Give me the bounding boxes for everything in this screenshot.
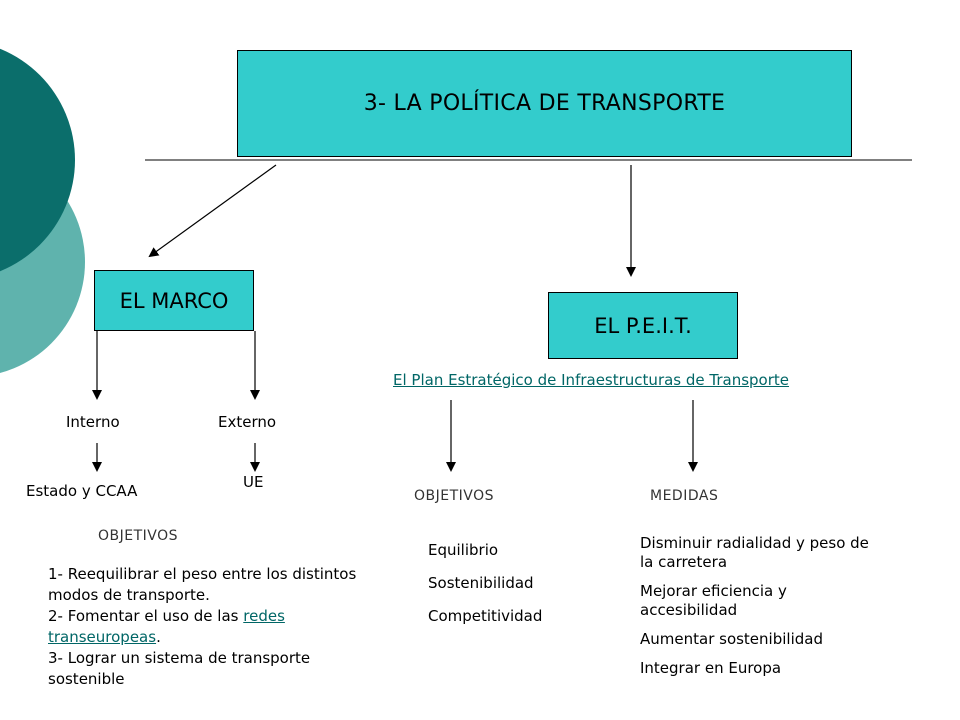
- interno-label: Interno: [66, 413, 120, 431]
- peit-label: EL P.E.I.T.: [594, 313, 692, 338]
- peit-objetivos-label: OBJETIVOS: [414, 488, 495, 504]
- title-box: 3- LA POLÍTICA DE TRANSPORTE: [237, 50, 852, 157]
- marco-box: EL MARCO: [94, 270, 254, 331]
- peit-full-name-link[interactable]: El Plan Estratégico de Infraestructuras …: [393, 371, 790, 389]
- externo-label: Externo: [218, 413, 277, 431]
- ue-label: UE: [243, 473, 264, 491]
- peit-box: EL P.E.I.T.: [548, 292, 738, 359]
- marco-objetivo-2: 2- Fomentar el uso de las redes transeur…: [48, 607, 285, 646]
- peit-medidas-label: MEDIDAS: [650, 488, 719, 504]
- peit-medida-item: Aumentar sostenibilidad: [640, 630, 823, 648]
- peit-objetivos-list: Equilibrio Sostenibilidad Competitividad: [428, 541, 542, 626]
- marco-objetivo-1: 1- Reequilibrar el peso entre los distin…: [48, 565, 357, 604]
- title-text: 3- LA POLÍTICA DE TRANSPORTE: [363, 91, 726, 116]
- marco-objetivos-list: 1- Reequilibrar el peso entre los distin…: [48, 564, 368, 690]
- peit-medidas-list: Disminuir radialidad y peso de la carret…: [640, 534, 870, 688]
- marco-objetivo-3: 3- Lograr un sistema de transporte soste…: [48, 649, 311, 688]
- dark-circle: [0, 48, 75, 272]
- peit-objetivo-item: Competitividad: [428, 607, 543, 625]
- peit-medida-item: Integrar en Europa: [640, 659, 782, 677]
- estado-ccaa-label: Estado y CCAA: [26, 482, 138, 500]
- peit-objetivo-item: Equilibrio: [428, 541, 499, 559]
- peit-medida-item: Disminuir radialidad y peso de la carret…: [640, 534, 869, 571]
- redes-transeuropeas-link[interactable]: redes transeuropeas: [48, 607, 285, 646]
- peit-medida-item: Mejorar eficiencia y accesibilidad: [640, 582, 787, 619]
- peit-objetivo-item: Sostenibilidad: [428, 574, 534, 592]
- marco-objetivos-label: OBJETIVOS: [98, 528, 179, 544]
- arrow-to-marco: [148, 164, 277, 258]
- marco-label: EL MARCO: [119, 288, 229, 313]
